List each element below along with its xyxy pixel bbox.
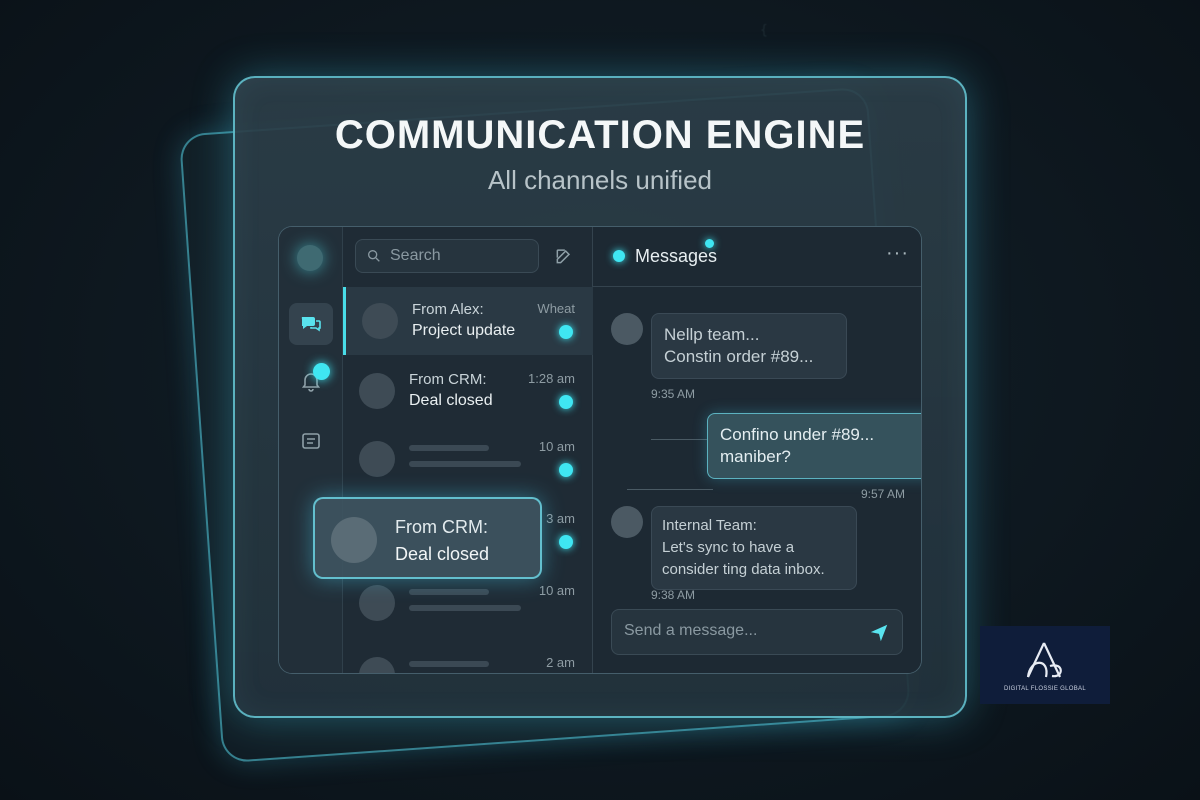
avatar: [359, 441, 395, 477]
conversation-item[interactable]: From CRM: Deal closed 1:28 am: [343, 357, 593, 425]
conversation-item[interactable]: 10 am: [343, 425, 593, 493]
message-text: Let's sync to have a: [662, 539, 795, 556]
message-timestamp: 9:35 AM: [651, 387, 696, 401]
avatar: [359, 585, 395, 621]
background-code-decoration: {: [760, 23, 768, 38]
conversation-time: 1:28 am: [528, 371, 575, 386]
conversation-item[interactable]: 10 am: [343, 569, 593, 637]
brand-logo: DIGITAL FLOSSIE GLOBAL: [980, 626, 1110, 704]
conversation-sender: From CRM:: [409, 371, 487, 388]
conversation-time: 10 am: [538, 439, 575, 454]
placeholder-line: [409, 605, 521, 611]
unread-indicator: [559, 463, 573, 477]
app-logo: [297, 245, 323, 271]
message-input[interactable]: [624, 622, 854, 640]
brand-logo-mark: [1026, 642, 1062, 678]
divider: [651, 439, 711, 440]
message-bubble: Nellp team... Constin order #89...: [651, 313, 847, 379]
conversation-time: 3 am: [546, 511, 575, 526]
chat-bubbles-icon: [301, 317, 321, 332]
floating-notification-card[interactable]: From CRM: Deal closed: [313, 497, 542, 579]
conversation-time: 10 am: [538, 583, 575, 598]
conversation-item[interactable]: From Alex: Project update Wheat: [343, 287, 593, 355]
notification-sender: From CRM:: [395, 517, 488, 537]
new-message-indicator: [705, 239, 714, 248]
message-composer: [611, 609, 903, 655]
message-text: consider ting data inbox.: [662, 561, 825, 578]
chat-header: Messages ···: [593, 227, 921, 287]
more-options-button[interactable]: ···: [886, 242, 909, 264]
message-text: Internal Team:: [662, 517, 757, 534]
conversation-item[interactable]: 2 am: [343, 641, 593, 673]
avatar: [359, 373, 395, 409]
messaging-app-window: From Alex: Project update Wheat From CRM…: [278, 226, 922, 674]
avatar: [331, 517, 377, 563]
online-indicator: [613, 250, 625, 262]
avatar: [611, 506, 643, 538]
avatar: [611, 313, 643, 345]
app-sidebar: [279, 227, 343, 673]
compose-button[interactable]: [551, 243, 577, 269]
unread-indicator: [559, 325, 573, 339]
conversation-subject: Deal closed: [409, 392, 493, 409]
message-text: Confino under #89...: [720, 425, 875, 444]
message-bubble: Internal Team: Let's sync to have a cons…: [651, 506, 857, 590]
chat-title: Messages: [635, 246, 718, 266]
placeholder-line: [409, 461, 521, 467]
message-text: Constin order #89...: [664, 347, 814, 366]
message-timestamp: 9:38 AM: [651, 588, 696, 602]
conversation-list: From Alex: Project update Wheat From CRM…: [343, 227, 593, 673]
notification-subject: Deal closed: [395, 544, 490, 564]
placeholder-line: [409, 445, 489, 451]
hero-title: COMMUNICATION ENGINE: [334, 113, 866, 157]
send-icon[interactable]: [868, 622, 890, 644]
notification-badge: [313, 363, 330, 380]
conversation-item[interactable]: 3 am: [343, 497, 593, 565]
avatar: [359, 657, 395, 673]
conversation-subject: Project update: [412, 322, 516, 339]
conversation-time: Wheat: [537, 301, 575, 316]
message-text: Nellp team...: [664, 325, 760, 344]
unread-indicator: [559, 395, 573, 409]
placeholder-line: [409, 589, 489, 595]
search-box: [355, 239, 539, 273]
avatar: [362, 303, 398, 339]
compose-icon: [556, 249, 571, 264]
search-icon: [368, 250, 380, 262]
unread-indicator: [559, 535, 573, 549]
message-square-icon: [302, 433, 320, 449]
message-timestamp: 9:57 AM: [860, 487, 905, 501]
divider: [627, 489, 713, 490]
message-bubble-outgoing: Confino under #89... maniber?: [707, 413, 921, 479]
sidebar-item-messages[interactable]: [289, 421, 333, 463]
hero-subtitle: All channels unified: [487, 165, 713, 195]
brand-name: DIGITAL FLOSSIE GLOBAL: [1004, 686, 1086, 692]
conversation-sender: From Alex:: [412, 301, 484, 318]
conversation-time: 2 am: [546, 655, 575, 670]
sidebar-item-chats[interactable]: [289, 303, 333, 345]
search-input[interactable]: [390, 247, 520, 265]
chat-pane: Messages ··· Nellp team... Constin order…: [593, 227, 921, 673]
placeholder-line: [409, 661, 489, 667]
message-text: maniber?: [720, 447, 791, 466]
